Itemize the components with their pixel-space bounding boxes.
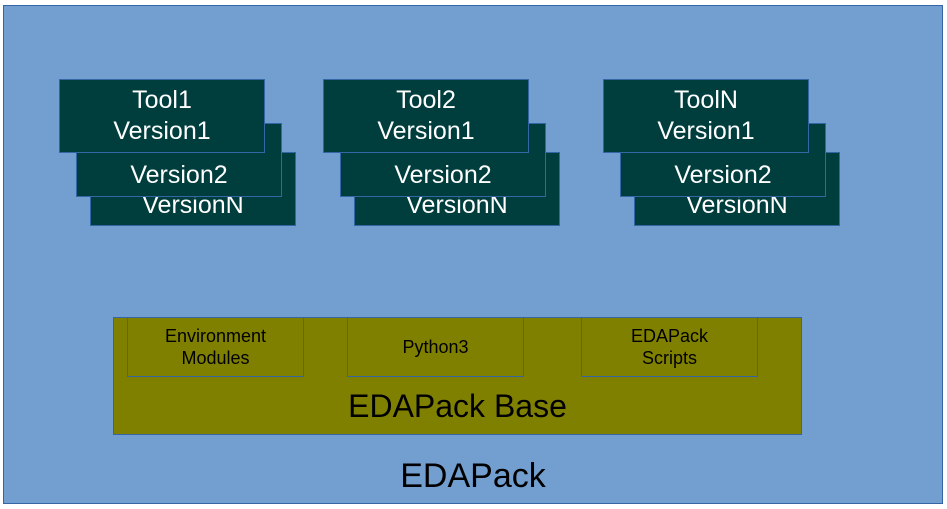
version-label: Version1	[377, 117, 475, 145]
edapack-base-label: EDAPack Base	[348, 388, 567, 424]
tool-version-1-card: Tool1 Version1	[59, 79, 265, 153]
version-label: Version1	[657, 117, 755, 145]
version-label: Version2	[130, 161, 228, 189]
component-label: Python3	[402, 337, 469, 357]
tool-name: Tool1	[132, 86, 192, 114]
python3-box: Python3	[347, 317, 524, 377]
tool-version-1-card: Tool2 Version1	[323, 79, 529, 153]
version-label: Version2	[674, 161, 772, 189]
component-label: EDAPack Scripts	[630, 326, 709, 368]
edapack-scripts-box: EDAPack Scripts	[581, 317, 758, 377]
tool-name: ToolN	[674, 86, 738, 114]
component-label: Environment Modules	[164, 326, 267, 368]
version-label: Version1	[113, 117, 211, 145]
environment-modules-box: Environment Modules	[127, 317, 304, 377]
edapack-label: EDAPack	[400, 457, 546, 495]
version-label: Version2	[394, 161, 492, 189]
tool-name: Tool2	[396, 86, 456, 114]
tool-version-1-card: ToolN Version1	[603, 79, 809, 153]
